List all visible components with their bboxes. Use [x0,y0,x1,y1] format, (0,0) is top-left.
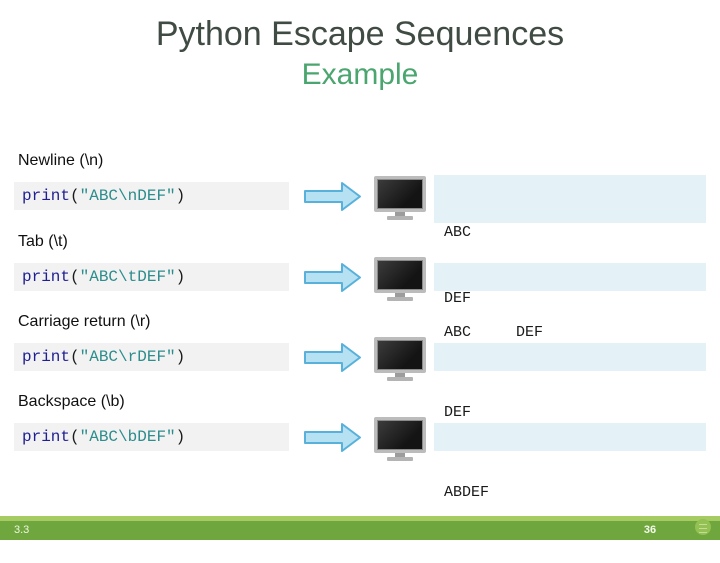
code-string: "ABC\rDEF" [79,348,176,366]
escape-row-carriage-return: Carriage return (\r) print("ABC\rDEF") D… [0,311,720,421]
monitor-icon [374,337,426,381]
console-output: ABC DEF [434,175,706,307]
code-keyword: print [22,187,71,205]
footer-accent-strip [0,516,720,521]
code-keyword: print [22,428,71,446]
escape-label: Backspace (\b) [18,393,125,410]
footer-bar [0,521,720,540]
code-snippet: print("ABC\tDEF") [14,263,289,291]
console-output: ABC DEF [434,263,706,341]
monitor-neck [395,212,405,216]
page-number: 36 [643,524,657,536]
output-line: ABDEF [444,484,490,501]
output-line: DEF [444,404,472,421]
monitor-base [387,297,413,301]
monitor-base [387,216,413,220]
right-arrow-icon [304,263,361,292]
code-string: "ABC\bDEF" [79,428,176,446]
escape-row-tab: Tab (\t) print("ABC\tDEF") ABC DEF [0,231,720,341]
monitor-neck [395,453,405,457]
code-snippet: print("ABC\bDEF") [14,423,289,451]
monitor-screen [374,337,426,373]
code-snippet: print("ABC\nDEF") [14,182,289,210]
escape-label: Carriage return (\r) [18,313,151,330]
monitor-neck [395,293,405,297]
slide-subtitle: Example [301,58,419,91]
slide-header: Python Escape Sequences Example [0,12,720,94]
right-arrow-icon [304,343,361,372]
monitor-icon [374,176,426,220]
code-keyword: print [22,268,71,286]
escape-row-backspace: Backspace (\b) print("ABC\bDEF") ABDEF [0,391,720,501]
monitor-screen [374,176,426,212]
output-line: DEF [444,290,472,307]
monitor-screen [374,257,426,293]
right-arrow-icon [304,182,361,211]
output-line: ABC [444,224,472,241]
code-keyword: print [22,348,71,366]
escape-row-newline: Newline (\n) print("ABC\nDEF") ABC DEF [0,150,720,307]
console-output: ABDEF [434,423,706,501]
slide-title: Python Escape Sequences [155,15,565,53]
monitor-icon [374,417,426,461]
output-line: ABC DEF [444,324,544,341]
code-string: "ABC\nDEF" [79,187,176,205]
right-arrow-icon [304,423,361,452]
list-badge-icon [695,519,711,535]
monitor-base [387,457,413,461]
code-string: "ABC\tDEF" [79,268,176,286]
console-output: DEF [434,343,706,421]
code-snippet: print("ABC\rDEF") [14,343,289,371]
monitor-icon [374,257,426,301]
escape-label: Tab (\t) [18,233,68,250]
escape-label: Newline (\n) [18,152,104,169]
monitor-neck [395,373,405,377]
monitor-base [387,377,413,381]
section-number: 3.3 [14,524,30,536]
monitor-screen [374,417,426,453]
